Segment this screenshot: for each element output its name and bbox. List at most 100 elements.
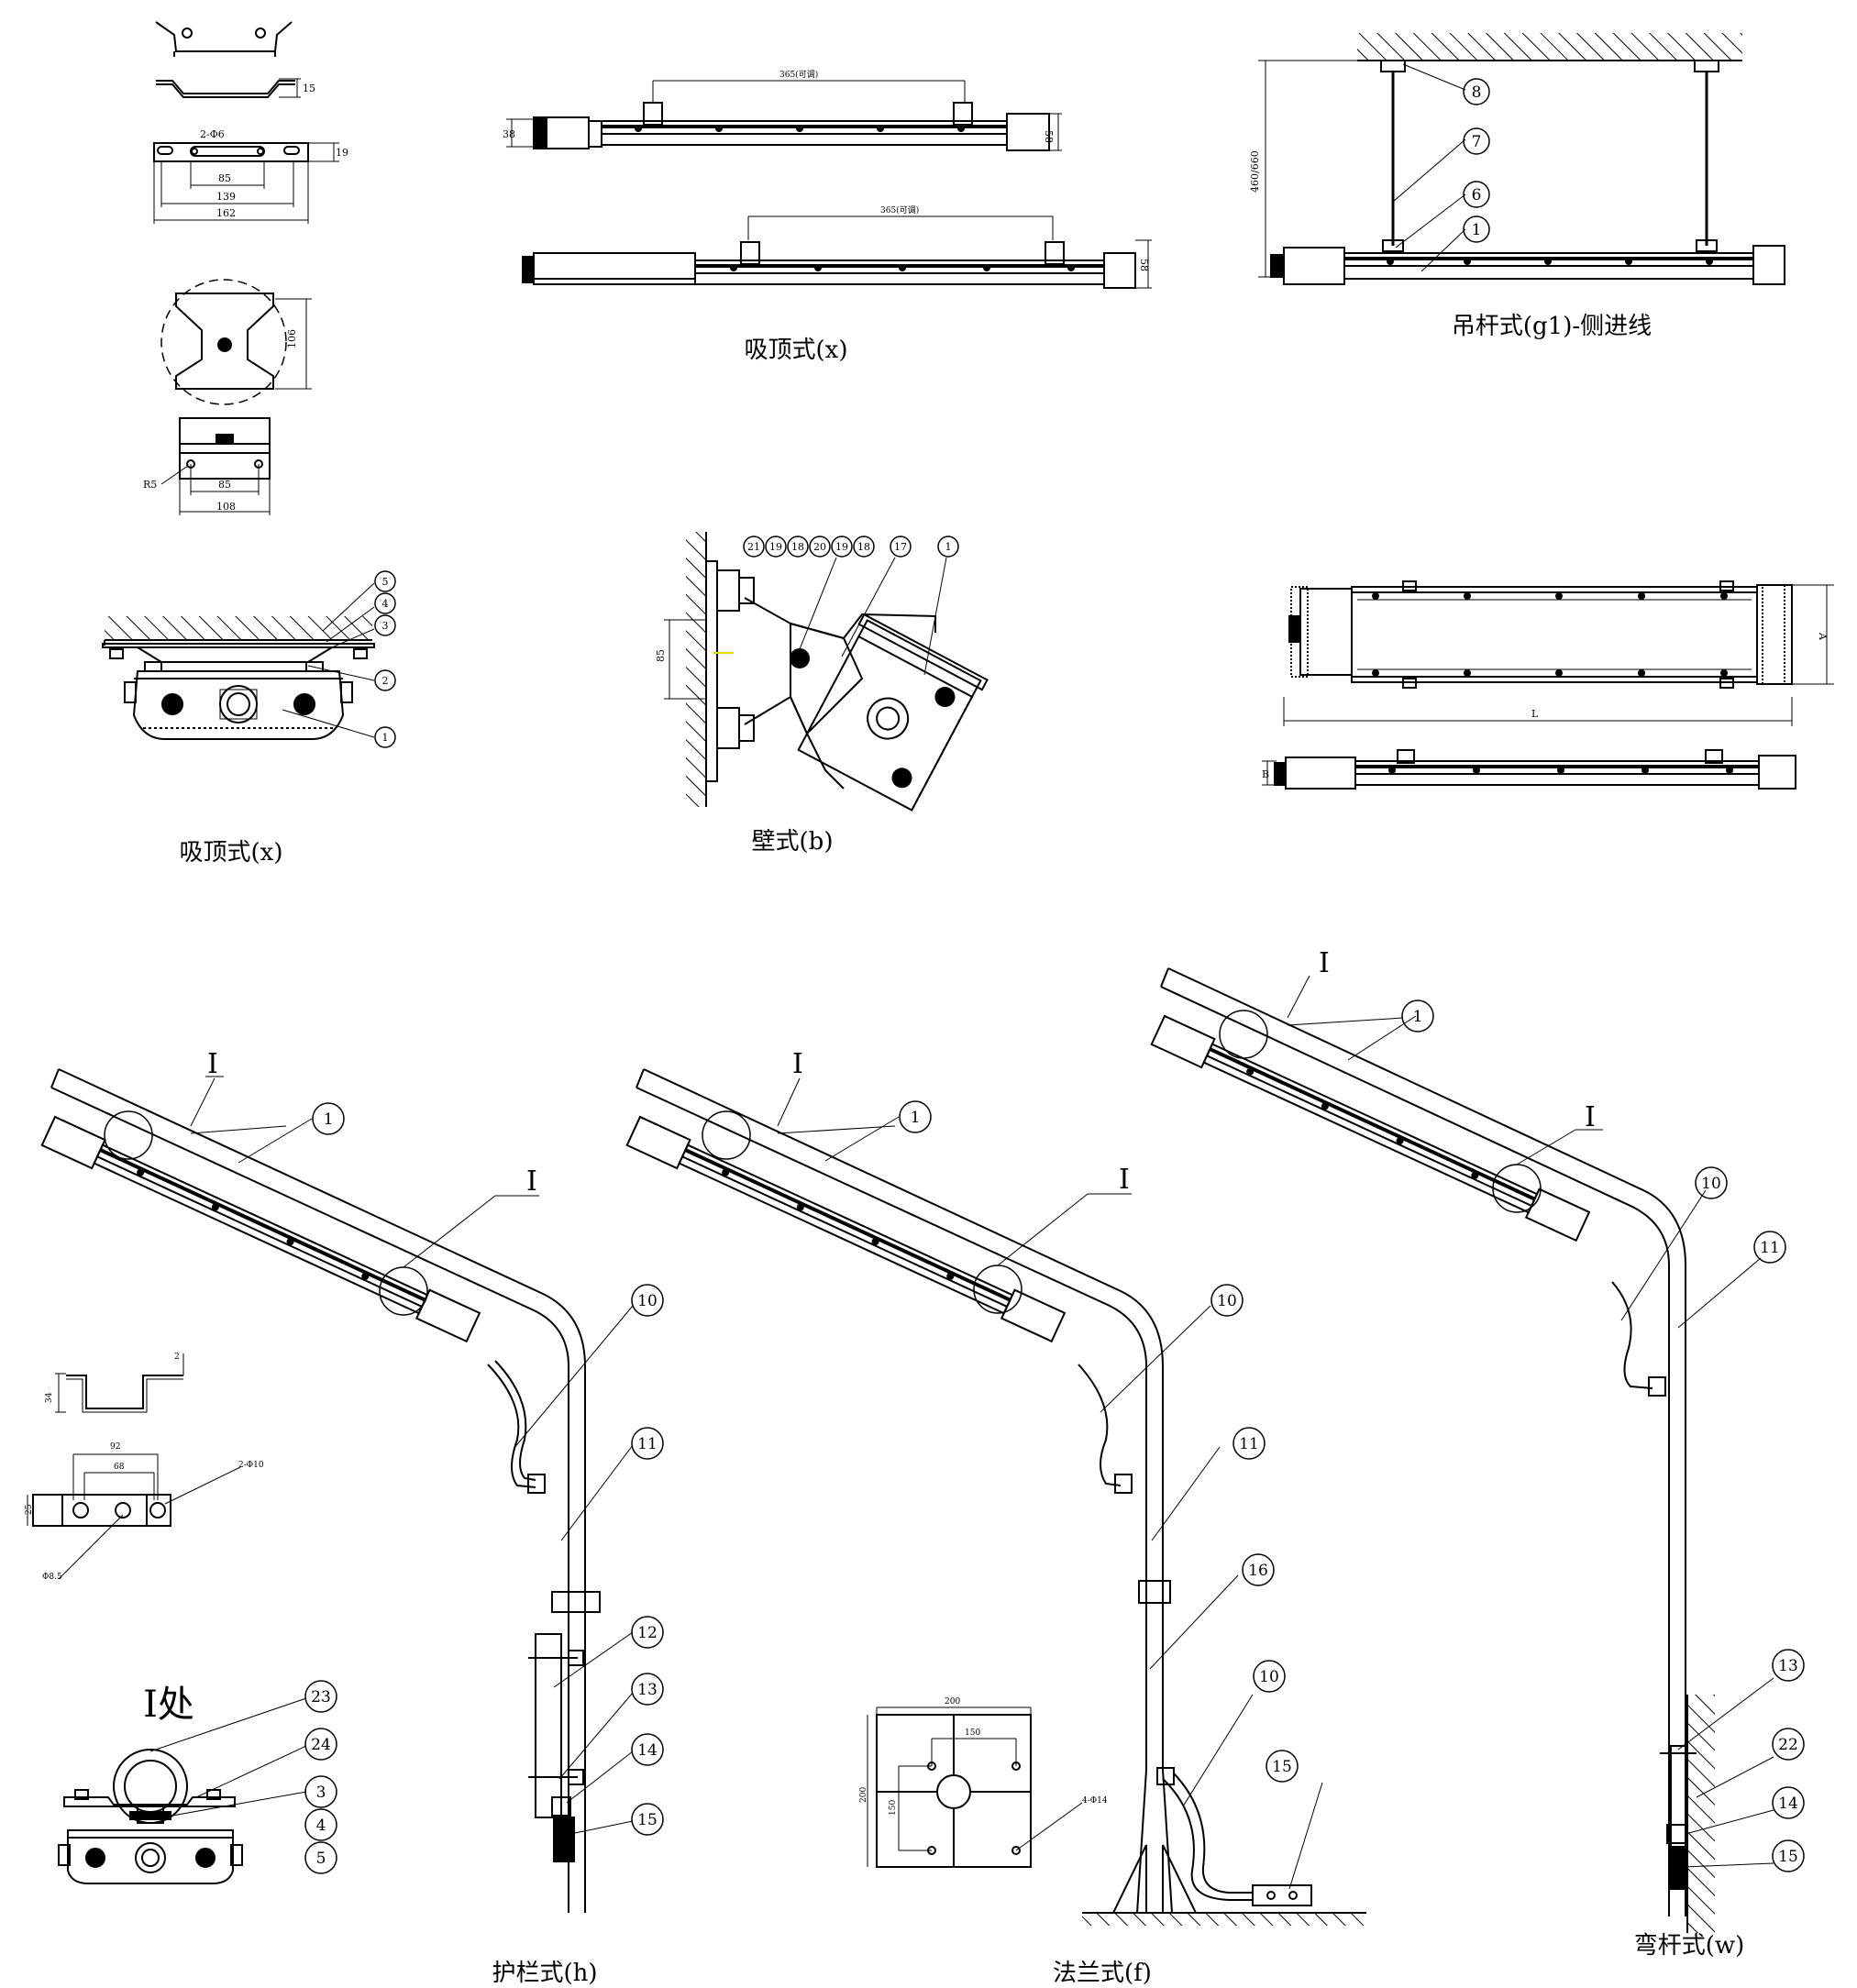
balloon-guardrail-12: 12 <box>637 1624 658 1642</box>
dim-uclip-92: 92 <box>110 1442 120 1452</box>
dim-height-58-a: 58 <box>1043 130 1055 143</box>
dim-pendant-height: 460/660 <box>1249 150 1261 193</box>
caption-ceiling-x-top: 吸顶式(x) <box>745 337 848 364</box>
balloon-ceiling-2: 2 <box>382 675 389 687</box>
dim-flange-hole: 4-Φ14 <box>1082 1796 1108 1806</box>
lamp-plan-views: A L B <box>1262 580 1834 790</box>
marker-i-flange-top: I <box>792 1048 803 1080</box>
balloon-flange-10b: 10 <box>1259 1668 1279 1686</box>
balloon-guardrail-11: 11 <box>637 1435 658 1453</box>
dim-uclip-68: 68 <box>114 1463 125 1472</box>
balloon-pendant-7: 7 <box>1472 133 1482 151</box>
balloon-pendant-1: 1 <box>1472 221 1482 239</box>
dim-lamp-B: B <box>1262 768 1269 780</box>
balloon-wall-1: 1 <box>945 541 952 553</box>
dim-flange-200-w: 200 <box>945 1697 960 1706</box>
balloon-bent-1: 1 <box>1413 1008 1423 1026</box>
dim-bracket-139: 139 <box>216 191 236 203</box>
balloon-wall-19b: 19 <box>835 541 848 553</box>
dim-spacing-365-a: 365(可调) <box>779 70 818 80</box>
balloon-wall-18a: 18 <box>791 541 804 553</box>
ceiling-side-section <box>102 582 375 740</box>
dim-flange-150-w: 150 <box>965 1728 980 1738</box>
dim-lamp-A: A <box>1817 632 1829 641</box>
flange-plate-detail: 200 150 200 150 4-Φ14 <box>859 1697 1108 1868</box>
dim-bracket-hole: 2-Φ6 <box>200 128 225 140</box>
balloon-detail-24: 24 <box>311 1736 331 1754</box>
caption-bent-pole-w: 弯杆式(w) <box>1634 1932 1745 1960</box>
guardrail-mount-view <box>40 1068 634 1913</box>
dim-flange-200-h: 200 <box>859 1787 868 1803</box>
dim-plate-r5: R5 <box>143 479 157 491</box>
balloon-flange-1: 1 <box>911 1109 921 1127</box>
balloon-bent-11: 11 <box>1760 1239 1780 1257</box>
balloon-detail-4: 4 <box>316 1817 326 1835</box>
caption-guardrail-h: 护栏式(h) <box>492 1960 597 1987</box>
balloon-detail-23: 23 <box>311 1688 331 1706</box>
ceiling-mount-bar-views: 365(可调) 38 58 365(可调) <box>503 70 1152 289</box>
caption-flange-f: 法兰式(f) <box>1053 1960 1152 1987</box>
balloon-flange-11: 11 <box>1239 1435 1259 1453</box>
balloon-wall-18b: 18 <box>857 541 870 553</box>
flange-mount-view <box>625 1068 1366 1926</box>
dim-lamp-L: L <box>1531 708 1539 720</box>
balloon-guardrail-10: 10 <box>637 1292 658 1310</box>
balloon-detail-3: 3 <box>316 1784 326 1802</box>
balloon-flange-15: 15 <box>1272 1758 1292 1776</box>
balloon-guardrail-1: 1 <box>324 1110 334 1129</box>
dim-uclip-25: 25 <box>25 1504 34 1515</box>
balloon-numbers: 8 7 6 1 5 4 3 2 1 21 19 18 20 19 18 17 1… <box>311 83 1798 1868</box>
balloon-ceiling-3: 3 <box>382 620 389 632</box>
balloon-flange-10a: 10 <box>1217 1292 1237 1310</box>
marker-i-bent-mid: I <box>1585 1101 1596 1133</box>
balloon-guardrail-14: 14 <box>637 1741 658 1760</box>
view-captions: 吸顶式(x) 吊杆式(g1)-侧进线 吸顶式(x) 壁式(b) 护栏式(h) 法… <box>143 313 1744 1987</box>
balloon-detail-5: 5 <box>316 1850 326 1868</box>
dim-height-38: 38 <box>503 128 515 140</box>
dim-uclip-hole: 2-Φ10 <box>238 1461 264 1470</box>
balloon-wall-21: 21 <box>747 541 760 553</box>
u-clip-detail: 34 2 92 68 25 2-Φ10 Φ8.5 <box>25 1353 264 1582</box>
dim-flange-150-h: 150 <box>889 1800 898 1816</box>
balloon-wall-19a: 19 <box>769 541 782 553</box>
detail-markers: I I I I I I <box>207 947 1596 1198</box>
pendant-mount-view: 460/660 <box>1249 33 1785 285</box>
caption-detail-i: Ⅰ处 <box>143 1684 194 1726</box>
dim-spacing-365-b: 365(可调) <box>880 205 919 215</box>
balloon-bent-22: 22 <box>1778 1736 1798 1754</box>
marker-i-guardrail-mid: I <box>526 1165 537 1198</box>
dim-plate-108: 108 <box>216 501 236 513</box>
balloon-guardrail-15: 15 <box>637 1811 658 1829</box>
dim-bracket-15: 15 <box>303 83 315 94</box>
mounting-bracket-views: 2-Φ6 15 19 85 139 162 106 R5 <box>143 21 348 515</box>
dim-bracket-85: 85 <box>218 172 231 184</box>
dim-bracket-19: 19 <box>336 147 348 159</box>
wall-mount-view: 85 <box>655 532 989 812</box>
balloon-wall-20: 20 <box>813 541 826 553</box>
balloon-bent-13: 13 <box>1778 1657 1798 1675</box>
dim-clip-106: 106 <box>286 329 298 348</box>
marker-i-guardrail-top: I <box>207 1048 218 1080</box>
balloon-bent-14: 14 <box>1778 1795 1798 1813</box>
bent-pole-mount-view <box>1150 967 1774 1933</box>
marker-i-bent-top: I <box>1319 947 1330 979</box>
caption-ceiling-x-side: 吸顶式(x) <box>180 839 283 867</box>
balloon-ceiling-4: 4 <box>382 598 389 610</box>
balloon-pendant-6: 6 <box>1472 186 1482 204</box>
detail-i-view <box>58 1697 307 1884</box>
balloon-bent-10: 10 <box>1701 1175 1721 1193</box>
caption-pendant-g1: 吊杆式(g1)-侧进线 <box>1452 313 1652 340</box>
balloon-wall-17: 17 <box>894 541 907 553</box>
balloon-ceiling-1: 1 <box>382 732 389 744</box>
dim-uclip-phi: Φ8.5 <box>42 1573 62 1582</box>
dim-plate-85: 85 <box>218 479 231 491</box>
balloon-ceiling-5: 5 <box>382 576 389 588</box>
dim-bracket-162: 162 <box>216 207 236 219</box>
dim-uclip-2: 2 <box>174 1353 180 1362</box>
dim-uclip-34: 34 <box>45 1392 54 1403</box>
balloon-guardrail-13: 13 <box>637 1681 658 1699</box>
balloon-pendant-8: 8 <box>1472 83 1482 102</box>
dim-wall-85: 85 <box>655 649 667 662</box>
balloon-bent-15: 15 <box>1778 1848 1798 1866</box>
